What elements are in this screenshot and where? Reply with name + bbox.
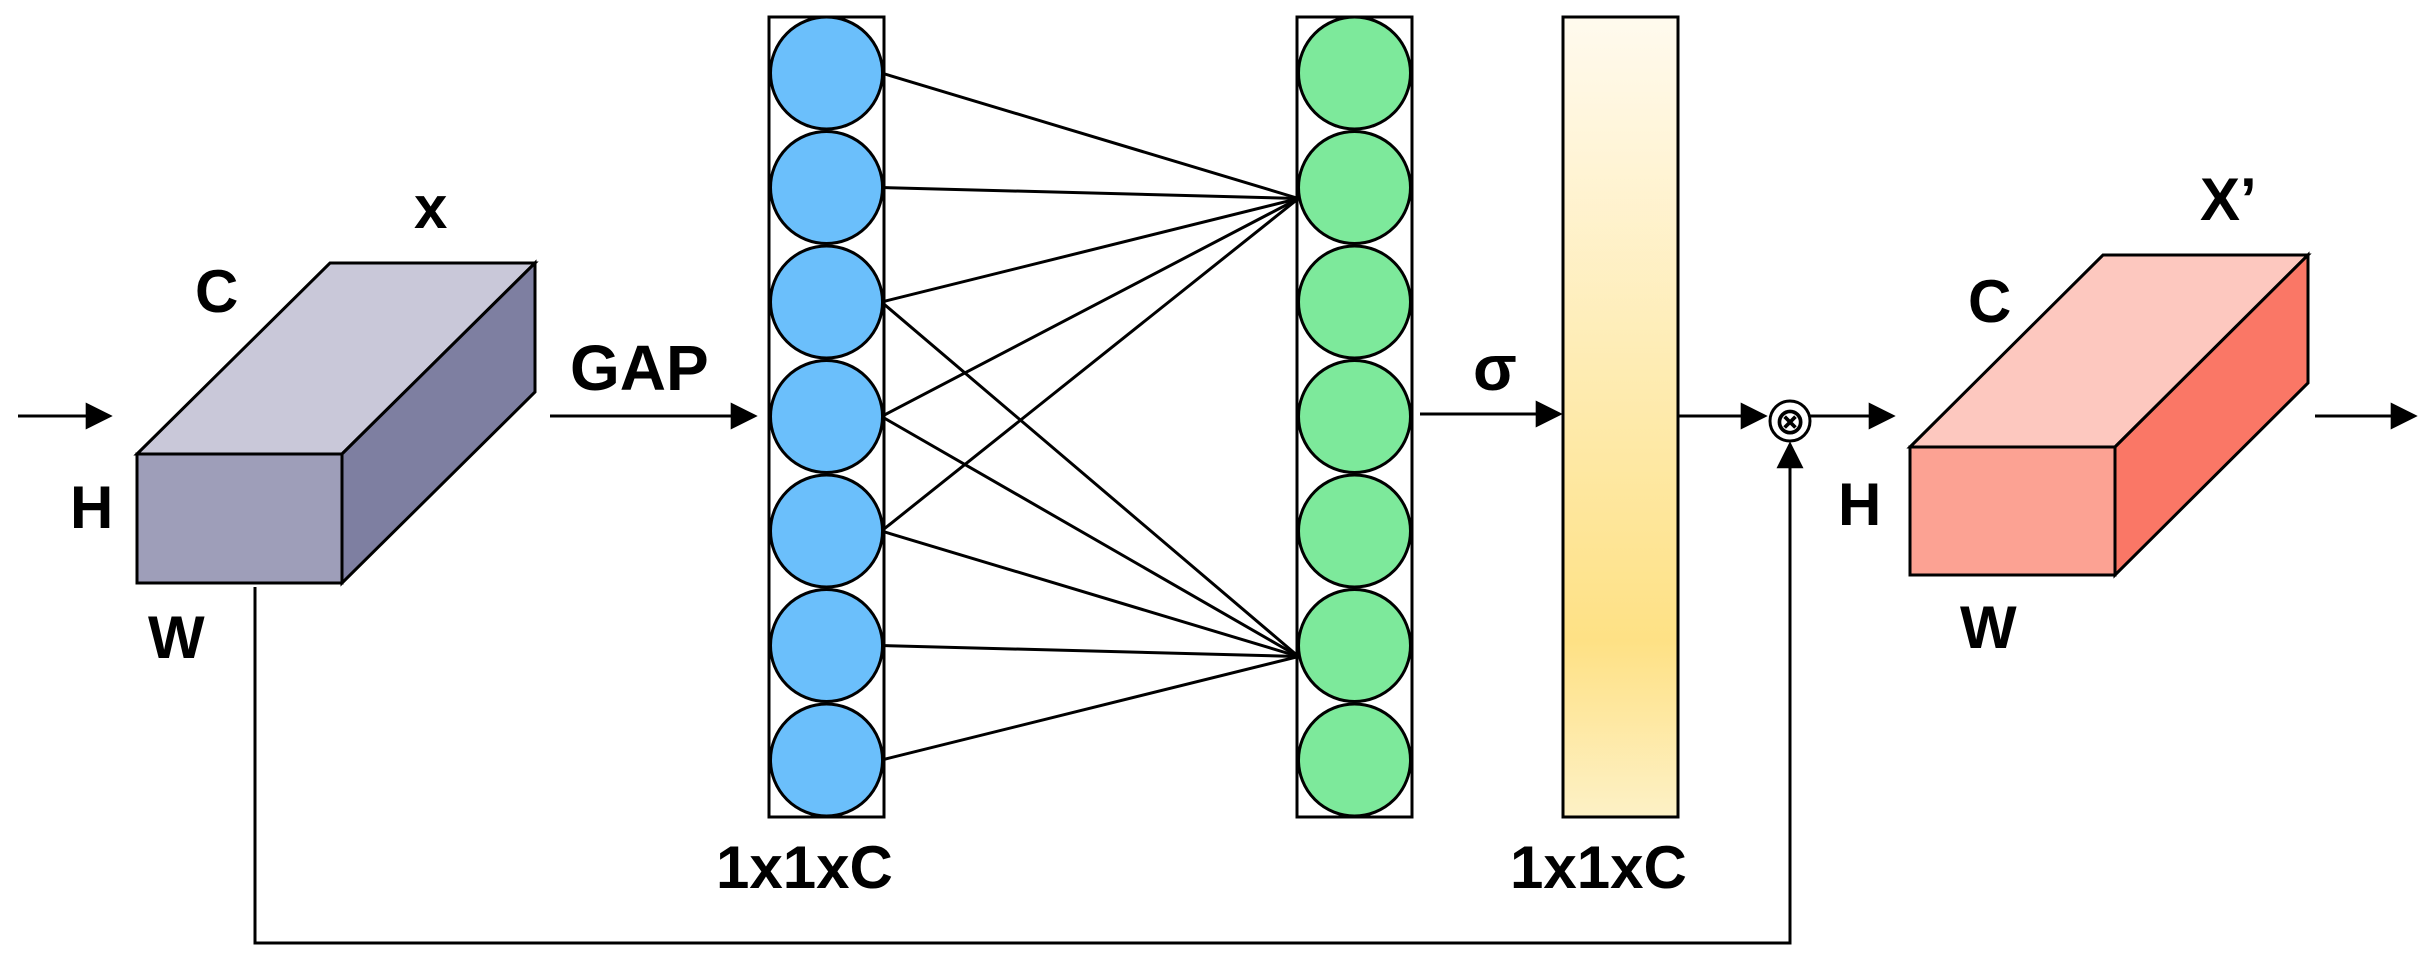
fc-layer-1-dim-label: 1x1xC — [716, 834, 893, 901]
fc-connection-line — [881, 529, 1299, 658]
input-tensor-front-face — [135, 452, 344, 585]
output-width-label: W — [1960, 594, 2017, 661]
input-tensor — [133, 259, 539, 587]
fc-connection-line — [880, 415, 1300, 658]
fc-layer-1-neuron — [769, 15, 884, 131]
output-channel-label: C — [1968, 268, 2011, 335]
fc-layer-2-neuron — [1297, 473, 1412, 589]
weight-vector-dim-label: 1x1xC — [1510, 834, 1687, 901]
fc-layer-2-neuron — [1297, 244, 1412, 360]
input-width-label: W — [148, 604, 205, 671]
fc-connection-line — [880, 197, 1300, 418]
output-tensor-front-face — [1908, 445, 2117, 577]
fc-layer-2 — [1297, 15, 1412, 818]
fc-layer-1-neuron — [769, 473, 884, 589]
fc-layer-1-neuron — [769, 702, 884, 818]
multiply-operator — [1768, 399, 1812, 443]
input-tensor-name: x — [414, 174, 447, 241]
weight-vector — [1561, 15, 1680, 819]
fc-layer-2-neuron — [1297, 588, 1412, 703]
fc-connection-line — [881, 71, 1299, 200]
fc-layer-1-neuron — [769, 244, 884, 360]
gap-label: GAP — [570, 332, 709, 404]
skip-connection — [253, 441, 1804, 945]
fc-connection-line — [880, 300, 1300, 658]
input-channel-label: C — [195, 258, 238, 325]
fc-layer-1-neuron — [769, 359, 884, 474]
input-height-label: H — [70, 474, 113, 541]
fc-connection-line — [881, 186, 1299, 200]
fc-connection-line — [881, 655, 1299, 762]
fc-connection-line — [880, 197, 1300, 533]
output-tensor-name: X’ — [2200, 166, 2257, 233]
fc-layer-2-neuron — [1297, 15, 1412, 131]
fc-layer-1-neuron — [769, 130, 884, 245]
fc-layer-2-neuron — [1297, 130, 1412, 245]
fc-layer-2-neuron — [1297, 702, 1412, 818]
fc-connection-line — [881, 197, 1299, 304]
multiply-symbol: ⊗ — [1774, 401, 1806, 443]
fc-layer-1-neuron — [769, 588, 884, 703]
output-height-label: H — [1838, 471, 1881, 538]
fc-layer-1 — [769, 15, 884, 818]
fc-connection-line — [881, 644, 1299, 658]
output-tensor — [1906, 251, 2312, 579]
fc-layer-2-neuron — [1297, 359, 1412, 474]
fc-connections — [880, 71, 1300, 762]
sigmoid-label: σ — [1473, 332, 1517, 404]
